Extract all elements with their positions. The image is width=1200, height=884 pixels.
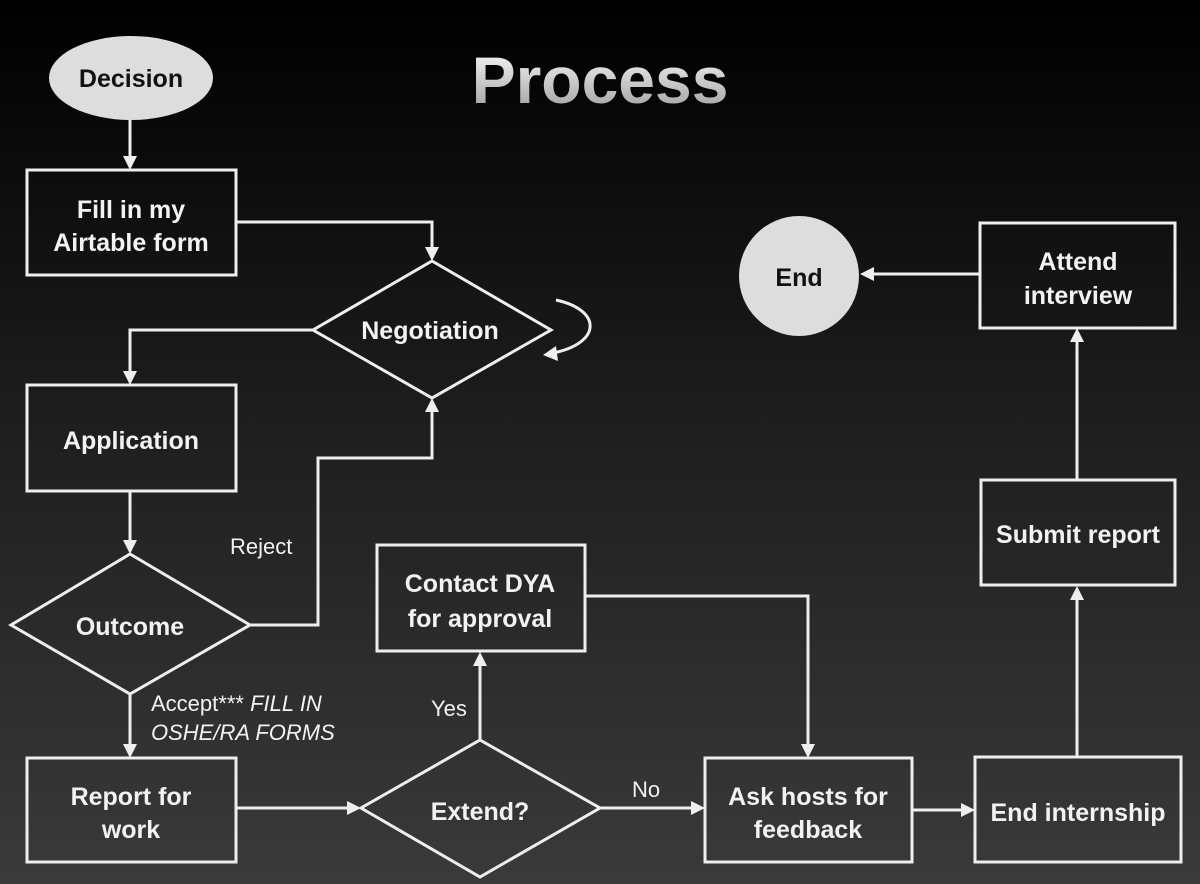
edge-negotiation-to-application — [128, 328, 313, 374]
node-end-internship: End internship — [973, 755, 1183, 864]
arrowhead — [425, 247, 439, 261]
node-label: Extend? — [431, 798, 530, 826]
node-end: End — [739, 216, 859, 336]
edge-label-accept-forms: OSHE/RA FORMS — [151, 720, 335, 745]
node-contact-dya: Contact DYA for approval — [375, 543, 587, 653]
node-label: Airtable form — [53, 229, 209, 257]
node-negotiation: Negotiation — [309, 259, 555, 400]
edge-label-yes: Yes — [431, 696, 467, 721]
arrowhead — [860, 267, 874, 281]
process-box — [978, 221, 1177, 330]
node-submit-report: Submit report — [979, 478, 1177, 587]
node-attend-interview: Attend interview — [978, 221, 1177, 330]
node-label: work — [101, 816, 160, 844]
node-outcome: Outcome — [8, 552, 253, 696]
node-label: Application — [63, 427, 199, 455]
arrowhead — [123, 371, 137, 385]
node-label: Report for — [71, 783, 192, 811]
node-ask-hosts-feedback: Ask hosts for feedback — [703, 756, 914, 864]
page-title: Process — [472, 43, 729, 117]
node-label: feedback — [754, 816, 862, 844]
node-application: Application — [25, 383, 238, 493]
edge-fill-form-to-negotiation — [236, 220, 434, 250]
arrowhead — [123, 744, 137, 758]
arrowhead — [123, 540, 137, 554]
edge-label-reject: Reject — [230, 534, 292, 559]
arrowhead — [425, 398, 439, 412]
node-label: Fill in my — [77, 196, 185, 224]
decision-diamond — [309, 259, 555, 400]
node-report-for-work: Report for work — [25, 756, 238, 864]
node-label: Contact DYA — [405, 570, 556, 598]
arrowhead — [961, 803, 975, 817]
node-fill-airtable-form: Fill in my Airtable form — [25, 168, 238, 277]
process-box — [25, 168, 238, 277]
edge-contact-to-ask-hosts — [585, 594, 810, 746]
process-box — [25, 383, 238, 493]
node-label: Decision — [79, 65, 183, 93]
process-box — [973, 755, 1183, 864]
arrowhead — [123, 156, 137, 170]
node-decision: Decision — [49, 36, 213, 120]
arrowhead — [691, 801, 705, 815]
decision-diamond — [8, 552, 253, 696]
negotiation-loop-arrow — [552, 298, 592, 355]
node-extend: Extend? — [357, 738, 604, 879]
node-label: for approval — [408, 605, 552, 633]
arrowhead — [1070, 328, 1084, 342]
decision-diamond — [357, 738, 604, 879]
arrowhead — [543, 346, 558, 361]
arrowhead — [347, 801, 361, 815]
node-label: Outcome — [76, 613, 184, 641]
arrowhead — [473, 652, 487, 666]
end-terminal-shape — [739, 216, 859, 336]
node-label: End — [775, 264, 822, 292]
edge-label-no: No — [632, 777, 660, 802]
node-label: Ask hosts for — [728, 783, 888, 811]
node-label: Negotiation — [361, 317, 499, 345]
process-box — [375, 543, 587, 653]
node-label: Attend — [1038, 248, 1117, 276]
edge-label-accept: Accept*** FILL IN — [151, 691, 322, 716]
process-box — [979, 478, 1177, 587]
node-label: Submit report — [996, 521, 1161, 549]
node-label: End internship — [991, 799, 1166, 827]
node-label: interview — [1024, 282, 1133, 310]
arrowhead — [801, 744, 815, 758]
start-terminal-shape — [49, 36, 213, 120]
edge-outcome-reject-to-negotiation — [250, 408, 434, 627]
process-box — [703, 756, 914, 864]
process-box — [25, 756, 238, 864]
arrowhead — [1070, 586, 1084, 600]
